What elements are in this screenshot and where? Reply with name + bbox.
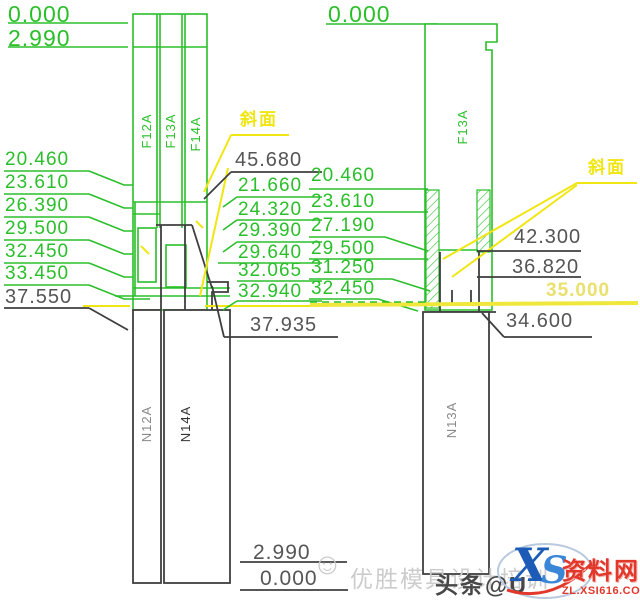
dim-label: 37.550 <box>5 286 73 308</box>
dim-label: 23.610 <box>311 191 376 212</box>
dim-label: 20.460 <box>311 165 376 186</box>
toutiao-handle: 头条@U <box>435 572 529 598</box>
left-bottom-level-0: 2.990 <box>253 541 311 564</box>
dim-label: 24.320 <box>238 199 303 220</box>
right-slope-highlight-lines <box>442 182 637 278</box>
right-top-level: 0.000 <box>328 1 391 27</box>
dim-label: 21.660 <box>238 175 303 196</box>
dim-label: 26.390 <box>5 195 70 216</box>
dim-label: 34.600 <box>506 310 574 332</box>
dim-label: 29.640 <box>238 242 303 263</box>
left-base-plates <box>132 309 231 584</box>
left-dim-leaders-green <box>4 170 150 300</box>
left-slope-highlight-lines <box>83 134 318 307</box>
plate-label-f14a: F14A <box>188 116 203 152</box>
smiley-watermark-icon: ☺ <box>312 548 343 581</box>
dim-label: 32.450 <box>311 278 376 299</box>
left-plate-stack <box>115 13 230 311</box>
base-label-n13a: N13A <box>444 401 459 439</box>
dim-label: 37.935 <box>250 314 318 336</box>
right-base-plate <box>422 311 490 575</box>
dim-label: 32.940 <box>238 281 303 302</box>
dim-label: 29.500 <box>5 218 70 239</box>
dim-label: 31.250 <box>311 257 376 278</box>
right-yellow-level-line <box>309 301 639 307</box>
slope-callout-left: 斜面 <box>240 110 278 129</box>
center-dim-leaders <box>203 171 338 338</box>
plate-label-f13a-right: F13A <box>455 109 470 145</box>
right-dim-leaders-dark <box>477 250 592 338</box>
plate-label-f13a: F13A <box>163 113 178 149</box>
yellow-level-label: 35.000 <box>546 280 611 301</box>
dim-label: 42.300 <box>514 226 582 248</box>
base-label-n14a: N14A <box>178 405 193 443</box>
dim-label: 36.820 <box>512 256 580 278</box>
right-plate <box>424 23 498 311</box>
dim-label: 32.065 <box>238 260 303 281</box>
dim-label: 20.460 <box>5 149 70 170</box>
plate-label-f12a: F12A <box>139 113 154 149</box>
dim-label: 29.390 <box>238 220 303 241</box>
dim-label: 32.450 <box>5 241 70 262</box>
base-label-n12a: N12A <box>139 405 154 443</box>
dim-label: 29.500 <box>311 238 376 259</box>
dim-label: 33.450 <box>5 263 70 284</box>
slope-callout-right: 斜面 <box>588 158 626 177</box>
left-top-level-1: 2.990 <box>8 25 71 51</box>
dim-label: 27.190 <box>311 215 376 236</box>
left-top-level-0: 0.000 <box>8 1 71 27</box>
left-dim-leader-dark <box>4 307 129 331</box>
left-bottom-level-1: 0.000 <box>260 567 318 590</box>
left-top-level-lines <box>8 22 128 48</box>
left-core-black-details <box>156 224 229 310</box>
left-bottom-level-lines <box>240 561 348 591</box>
dim-label: 23.610 <box>5 172 70 193</box>
dim-label: 45.680 <box>235 149 303 171</box>
